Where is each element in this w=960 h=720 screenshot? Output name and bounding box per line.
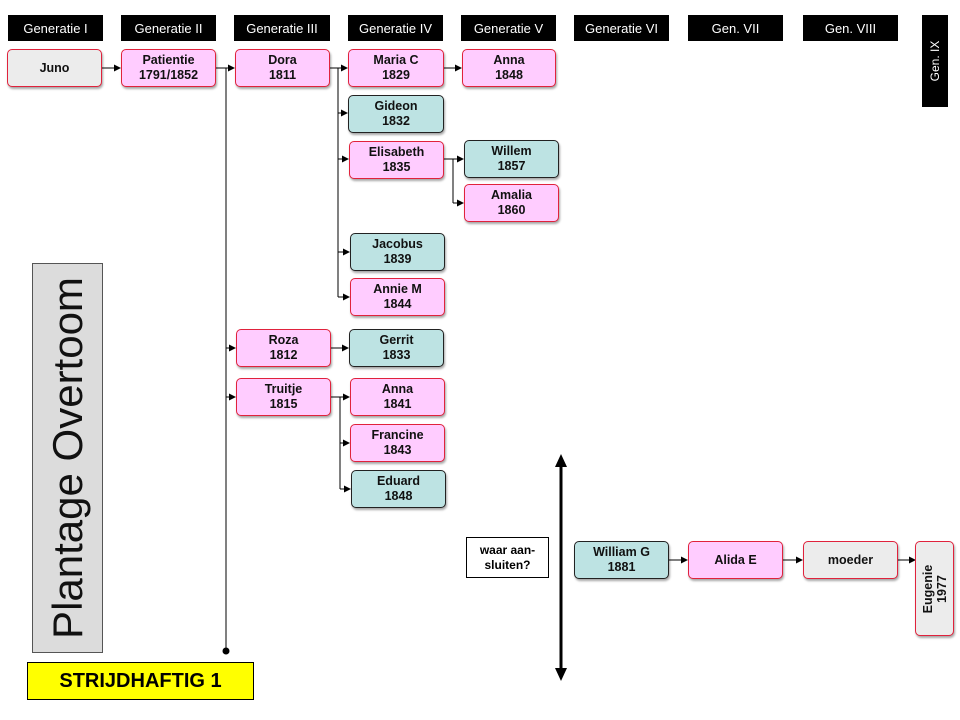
person-name: Francine: [371, 428, 424, 442]
person-eugenie[interactable]: Eugenie 1977: [915, 541, 954, 636]
person-year: 1977: [934, 574, 949, 603]
person-eugenie-label: Eugenie 1977: [921, 564, 949, 613]
person-year: 1832: [382, 114, 410, 128]
person-year: 1848: [384, 489, 413, 503]
person-year: 1881: [607, 560, 636, 574]
person-year: 1815: [269, 397, 298, 411]
person-name: Jacobus: [372, 237, 423, 251]
plantation-title: Plantage Overtoom: [32, 263, 103, 653]
note-line-1: waar aan-: [479, 542, 536, 557]
person-moeder[interactable]: moeder: [803, 541, 898, 579]
generation-header-9: Gen. IX: [922, 15, 948, 107]
generation-header-5: Generatie V: [461, 15, 556, 41]
person-willem[interactable]: Willem 1857: [464, 140, 559, 178]
person-name: Truitje: [264, 382, 303, 396]
person-year: 1839: [383, 252, 412, 266]
person-year: 1843: [383, 443, 412, 457]
person-name: Eduard: [376, 474, 421, 488]
person-year: 1829: [382, 68, 410, 82]
plantation-title-text: Plantage Overtoom: [43, 277, 91, 639]
generation-header-8: Gen. VIII: [803, 15, 898, 41]
person-year: 1791/1852: [138, 68, 199, 82]
person-name: Amalia: [491, 188, 532, 202]
person-year: 1860: [497, 203, 526, 217]
person-year: 1833: [382, 348, 411, 362]
generation-header-2: Generatie II: [121, 15, 216, 41]
person-annie-m[interactable]: Annie M 1844: [350, 278, 445, 316]
person-william-g[interactable]: William G 1881: [574, 541, 669, 579]
person-name: Gideon: [374, 99, 418, 113]
person-name: moeder: [827, 552, 874, 567]
person-maria-c[interactable]: Maria C 1829: [348, 49, 444, 87]
person-name: Patientie: [142, 53, 195, 67]
person-gideon[interactable]: Gideon 1832: [348, 95, 444, 133]
trunk-end-dot: [222, 647, 230, 655]
person-name: Alida E: [714, 552, 757, 567]
person-name: Maria C: [373, 53, 419, 67]
person-anna-1841[interactable]: Anna 1841: [350, 378, 445, 416]
generation-header-7: Gen. VII: [688, 15, 783, 41]
person-jacobus[interactable]: Jacobus 1839: [350, 233, 445, 271]
generation-header-4: Generatie IV: [348, 15, 443, 41]
person-name: Elisabeth: [368, 145, 425, 159]
gap-arrow: [555, 454, 567, 681]
person-patientie[interactable]: Patientie 1791/1852: [121, 49, 216, 87]
person-amalia[interactable]: Amalia 1860: [464, 184, 559, 222]
person-year: 1848: [495, 68, 523, 82]
person-juno[interactable]: Juno: [7, 49, 102, 87]
person-year: 1841: [383, 397, 412, 411]
person-name: Eugenie: [920, 564, 935, 613]
person-dora[interactable]: Dora 1811: [235, 49, 330, 87]
person-alida-e[interactable]: Alida E: [688, 541, 783, 579]
person-elisabeth[interactable]: Elisabeth 1835: [349, 141, 444, 179]
person-anna-1848[interactable]: Anna 1848: [462, 49, 556, 87]
generation-header-6: Generatie VI: [574, 15, 669, 41]
note-line-2: sluiten?: [484, 557, 531, 572]
person-name: Annie M: [373, 282, 422, 296]
person-year: 1811: [268, 68, 297, 82]
strijdhaftig-badge: STRIJDHAFTIG 1: [27, 662, 254, 700]
person-gerrit[interactable]: Gerrit 1833: [349, 329, 444, 367]
person-roza[interactable]: Roza 1812: [236, 329, 331, 367]
person-name: Willem: [491, 144, 532, 158]
person-truitje[interactable]: Truitje 1815: [236, 378, 331, 416]
person-name: William G: [593, 545, 650, 559]
person-name: Roza: [268, 333, 299, 347]
person-year: 1812: [269, 348, 298, 362]
person-name: Dora: [268, 53, 297, 67]
person-name: Gerrit: [379, 333, 414, 347]
connection-question-note: waar aan- sluiten?: [466, 537, 549, 578]
person-name: Anna: [381, 382, 414, 396]
person-eduard[interactable]: Eduard 1848: [351, 470, 446, 508]
generation-header-3: Generatie III: [234, 15, 330, 41]
person-year: 1857: [497, 159, 526, 173]
person-year: 1835: [382, 160, 411, 174]
person-name: Juno: [39, 60, 70, 75]
generation-header-1: Generatie I: [8, 15, 103, 41]
person-francine[interactable]: Francine 1843: [350, 424, 445, 462]
person-name: Anna: [493, 53, 525, 67]
person-year: 1844: [383, 297, 412, 311]
